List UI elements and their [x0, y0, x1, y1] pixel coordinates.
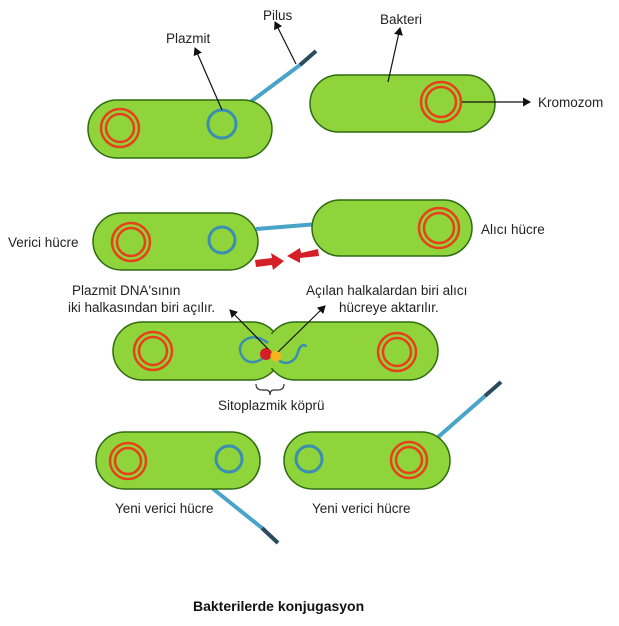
chromosome-row3-right — [376, 331, 418, 373]
arrow-pilus — [274, 21, 297, 65]
chromosome-row1-left — [99, 107, 141, 149]
label-acilan-1: Açılan halkalardan biri alıcı — [306, 283, 467, 298]
label-acilan-2: hücreye aktarılır. — [339, 300, 439, 315]
caption: Bakterilerde konjugasyon — [193, 598, 364, 614]
label-plazmit: Plazmit — [166, 31, 211, 46]
arrow-plazmit — [193, 47, 223, 111]
pilus-row4-right — [435, 380, 503, 440]
new-donor-cell-right — [283, 431, 451, 490]
label-sitoplazmik: Sitoplazmik köprü — [218, 398, 325, 413]
arrow-plazmit-dna — [229, 309, 269, 350]
plasmid-row4-left — [214, 444, 244, 474]
label-kromozom: Kromozom — [538, 95, 603, 110]
replication-enzyme-red — [260, 348, 272, 360]
chromosome-row3-left — [132, 330, 174, 372]
row-3 — [112, 321, 439, 396]
label-yeni-verici-right: Yeni verici hücre — [312, 501, 411, 516]
bacterium-cell-row1 — [309, 74, 496, 133]
label-yeni-verici-left: Yeni verici hücre — [115, 501, 214, 516]
pilus-row2 — [255, 222, 319, 231]
label-bakteri: Bakteri — [380, 12, 422, 27]
red-arrow-right-icon — [255, 253, 284, 270]
row-2 — [92, 199, 473, 271]
recipient-cell-row2 — [311, 199, 473, 257]
chromosome-row4-right — [389, 440, 429, 480]
chromosome-row2-right — [417, 206, 461, 250]
plasmid-row2 — [207, 225, 237, 255]
replication-enzyme-yellow — [270, 350, 282, 362]
arrow-bakteri — [387, 27, 403, 83]
label-plazmit-dna-2: iki halkasından biri açılır. — [68, 300, 215, 315]
pointer-arrows — [193, 21, 531, 353]
plasmid-row4-right — [294, 444, 324, 474]
row-4 — [95, 380, 503, 545]
label-verici: Verici hücre — [8, 235, 79, 250]
red-arrow-left-icon — [287, 248, 319, 263]
opened-plasmid-right — [274, 343, 308, 365]
pilus-row1 — [243, 49, 318, 108]
row-1 — [87, 49, 496, 159]
label-plazmit-dna-1: Plazmit DNA'sının — [72, 283, 180, 298]
chromosome-row2-left — [110, 221, 152, 263]
opened-plasmid-left — [238, 336, 269, 364]
chromosome-row4-left — [108, 441, 148, 481]
new-donor-cell-left — [95, 431, 261, 490]
bridge-brace — [255, 383, 285, 396]
label-alici: Alıcı hücre — [481, 222, 545, 237]
chromosome-row1-right — [419, 80, 463, 124]
arrow-acilan — [277, 305, 326, 353]
pilus-row4-left — [210, 486, 280, 545]
label-pilus: Pilus — [263, 8, 293, 23]
